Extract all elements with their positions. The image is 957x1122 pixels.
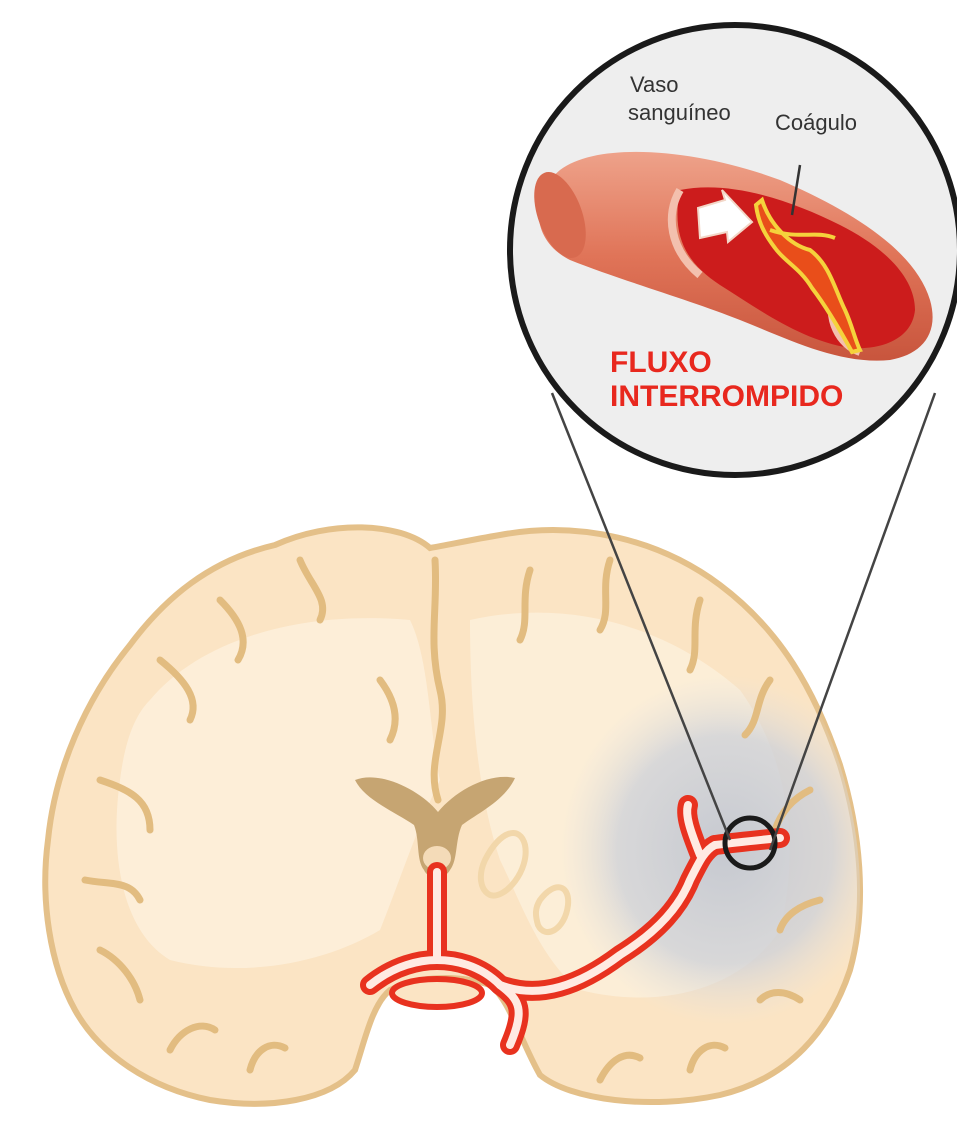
magnified-vessel-inset: Vaso sanguíneo Coágulo FLUXO INTERROMPID…: [510, 25, 957, 475]
vessel-label-line1: Vaso: [630, 72, 679, 97]
artery-loop: [392, 979, 482, 1007]
alert-label-line2: INTERROMPIDO: [610, 380, 843, 413]
alert-label-line1: FLUXO: [610, 346, 712, 379]
vessel-label-line2: sanguíneo: [628, 100, 731, 125]
clot-label: Coágulo: [775, 110, 857, 135]
brain-cross-section: [45, 527, 890, 1103]
